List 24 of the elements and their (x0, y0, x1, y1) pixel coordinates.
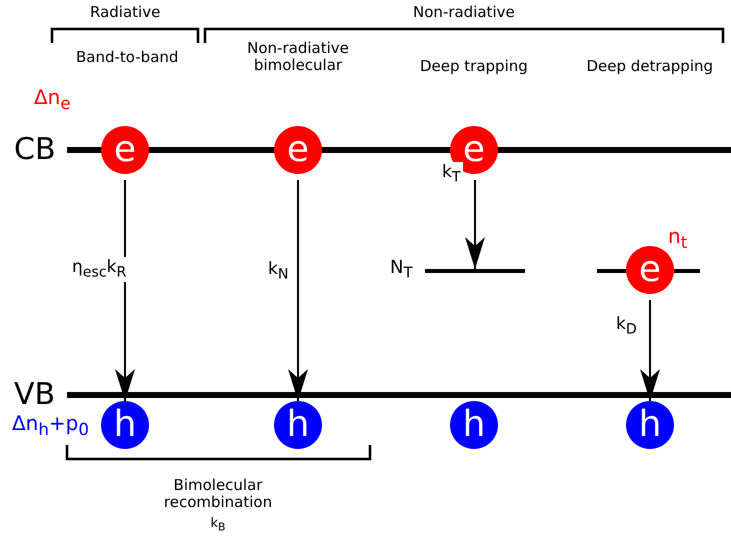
arrow (115, 180, 135, 401)
arrow (465, 180, 485, 269)
hole-circle: h (274, 401, 322, 449)
group-heading: Radiative (90, 4, 160, 22)
arrow (288, 180, 308, 401)
trap-density-label: N$_{T}$ (390, 258, 413, 282)
electron-circle: e (626, 246, 674, 294)
column-heading: Non-radiative bimolecular (246, 40, 350, 74)
hole-circle: h (101, 401, 149, 449)
hole-circle: h (450, 401, 498, 449)
caption-text: Bimolecular recombination (162, 477, 274, 512)
band-label: CB (14, 133, 56, 168)
hole-density-label: Δn$_{h}$+p$_{0}$ (12, 412, 89, 440)
electron-circle: e (101, 126, 149, 174)
band-label: VB (14, 378, 56, 412)
column-heading: Deep trapping (420, 58, 528, 76)
hole-circle: h (626, 401, 674, 449)
column-heading: Deep detrapping (586, 58, 714, 76)
column-heading: Band-to-band (76, 49, 178, 66)
electron-circle: e (274, 126, 322, 174)
rate-constant-label: k$_{B}$ (210, 517, 226, 534)
arrow (640, 300, 660, 401)
electron-density-label: Δn$_{e}$ (34, 86, 71, 114)
group-heading: Non-radiative (413, 4, 515, 22)
